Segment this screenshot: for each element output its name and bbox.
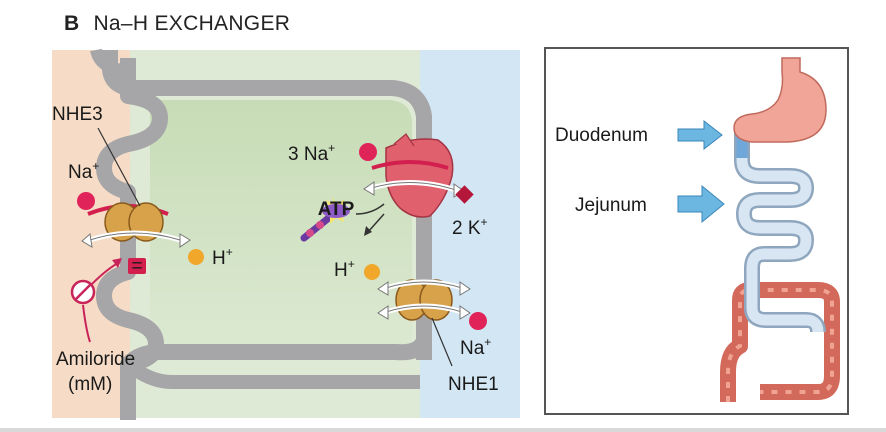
atp-label: ATP [318, 199, 355, 220]
duodenum-arrow-icon [677, 119, 723, 151]
gi-diagram: Duodenum Jejunum [544, 47, 849, 415]
na-ion-right [469, 312, 487, 330]
inhibition-symbol: = [131, 256, 142, 277]
two-k-label: 2 K+ [452, 215, 488, 239]
h-ion-right [364, 264, 380, 280]
jejunum-label: Jejunum [575, 195, 647, 216]
k-ion [455, 185, 474, 204]
cell-diagram: = Na+ H+ NHE3 Amiloride (mM) [52, 48, 520, 420]
nhe3-label: NHE3 [52, 104, 103, 125]
panel-title: B Na–H EXCHANGER [64, 12, 290, 36]
na-ion-left [77, 192, 95, 210]
stomach [733, 57, 827, 143]
h-ion-left [188, 249, 204, 265]
na-right-label: Na+ [460, 335, 491, 359]
top-lateral-membrane [102, 50, 432, 360]
cell-cytoplasm [150, 100, 412, 352]
na-k-pump [363, 133, 465, 218]
bottom-rule [0, 428, 886, 432]
na-left-label: Na+ [68, 159, 99, 183]
amiloride-inhibitor [70, 258, 122, 343]
na-ion-pump [359, 143, 377, 161]
panel-title-text: Na–H EXCHANGER [93, 12, 291, 35]
inhibition-marker [128, 258, 146, 274]
h-left-label: H+ [212, 245, 233, 269]
amiloride-label: Amiloride [56, 349, 135, 370]
nhe1-label: NHE1 [448, 374, 499, 395]
bottom-lateral-membrane [122, 337, 432, 370]
nhe1-transporter [377, 279, 471, 321]
panel-letter: B [64, 12, 80, 35]
nhe3-transporter: = [81, 202, 191, 277]
interstitium-region [420, 50, 520, 418]
atp-hydrolysis: ATP [300, 196, 385, 242]
jejunum-arrow-icon [677, 184, 725, 224]
three-na-label: 3 Na+ [288, 141, 335, 165]
duodenum-label: Duodenum [555, 125, 648, 146]
h-right-label: H+ [334, 257, 355, 281]
amiloride-concentration: (mM) [68, 374, 112, 395]
